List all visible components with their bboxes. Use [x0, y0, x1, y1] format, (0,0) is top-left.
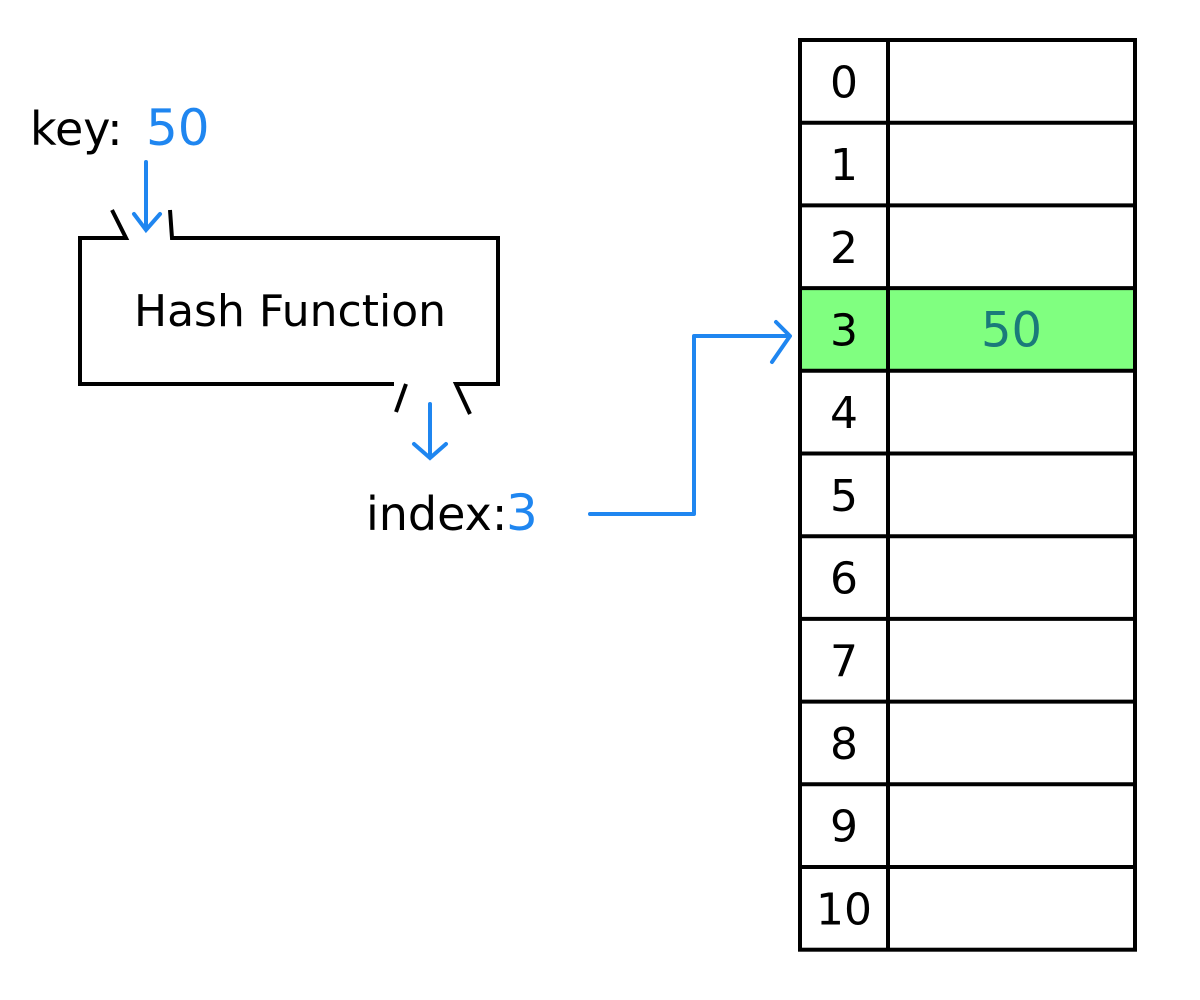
- hash-function-label: Hash Function: [134, 286, 446, 337]
- index-label: index:: [366, 487, 507, 541]
- hash-table: 0 1 2 3 50 4 5 6 7 8 9 10: [798, 38, 1137, 952]
- table-index-cell: 3: [830, 305, 858, 356]
- table-index-cell: 5: [830, 471, 858, 522]
- key-label: key:: [30, 102, 123, 156]
- table-index-cell: 4: [830, 388, 858, 439]
- index-value: 3: [506, 484, 538, 542]
- table-index-cell: 10: [816, 884, 872, 935]
- table-index-cell: 1: [830, 140, 858, 191]
- key-to-hash-arrow: [132, 160, 162, 234]
- hash-function-box: [78, 209, 500, 415]
- hash-to-index-arrow: [412, 402, 448, 461]
- table-index-cell: 0: [830, 57, 858, 108]
- key-value: 50: [146, 99, 210, 157]
- table-index-cell: 7: [830, 636, 858, 687]
- index-to-table-arrow: [588, 320, 792, 516]
- table-index-cell: 8: [830, 719, 858, 770]
- table-index-cell: 9: [830, 802, 858, 853]
- table-border: [798, 38, 1137, 952]
- highlighted-row-fill: [800, 288, 1135, 371]
- table-value-cell: 50: [981, 302, 1042, 358]
- table-index-cell: 2: [830, 223, 858, 274]
- table-index-cell: 6: [830, 554, 858, 605]
